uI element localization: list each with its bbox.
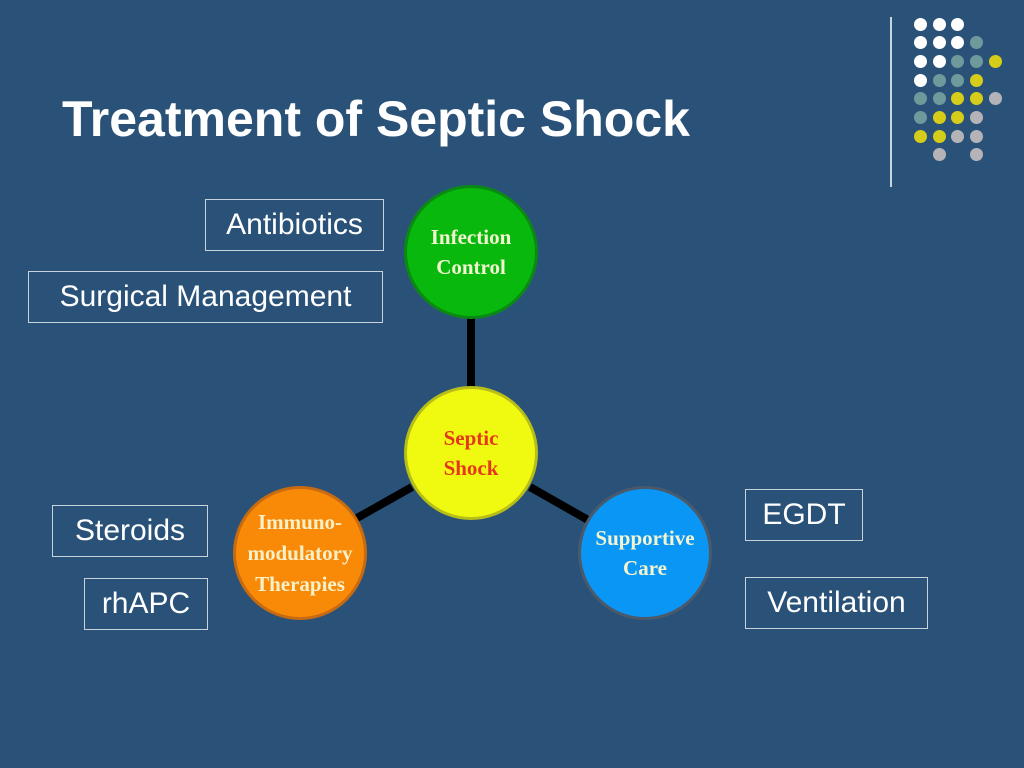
decorative-dot: [988, 92, 1002, 106]
node-label: Supportive: [595, 526, 695, 550]
decorative-dot: [969, 92, 983, 106]
label-egdt: EGDT: [745, 489, 863, 541]
decorative-dot: [950, 92, 964, 106]
decorative-dot: [969, 129, 983, 143]
connector-supportive: [528, 483, 590, 524]
divider-line: [890, 17, 892, 187]
decorative-dot: [913, 17, 927, 31]
label-rhapc: rhAPC: [84, 578, 208, 630]
decorative-dot: [950, 73, 964, 87]
decorative-dot: [913, 73, 927, 87]
node-label: Shock: [443, 456, 499, 480]
decorative-dot: [913, 92, 927, 106]
label-surgical-management: Surgical Management: [28, 271, 383, 323]
label-steroids: Steroids: [52, 505, 208, 557]
label-ventilation: Ventilation: [745, 577, 928, 629]
node-label: Infection: [430, 225, 512, 249]
decorative-dot: [913, 54, 927, 68]
decorative-dot: [932, 17, 946, 31]
node-supportive-care: Supportive Care: [578, 486, 712, 620]
node-label: Care: [623, 556, 667, 580]
decorative-dot: [932, 148, 946, 162]
decorative-dot: [932, 111, 946, 124]
decorative-dot: [932, 92, 946, 106]
decorative-dot: [932, 36, 946, 50]
node-infection-control: Infection Control: [404, 185, 538, 319]
decorative-dot: [932, 129, 946, 143]
node-label: Therapies: [255, 571, 345, 596]
decorative-dot: [969, 36, 983, 50]
decorative-dot: [950, 54, 964, 68]
decorative-dot: [969, 111, 983, 124]
node-septic-shock: Septic Shock: [404, 386, 538, 520]
slide-title: Treatment of Septic Shock: [62, 91, 690, 147]
node-label: Immuno-: [257, 509, 342, 534]
decorative-dot: [913, 111, 927, 124]
decorative-dot: [932, 73, 946, 87]
decorative-dot: [969, 73, 983, 87]
decorative-dot: [988, 54, 1002, 68]
decorative-dot: [950, 111, 964, 124]
node-label: Septic: [443, 426, 499, 450]
decorative-dot: [969, 54, 983, 68]
decorative-dot: [913, 129, 927, 143]
decorative-dot: [913, 36, 927, 50]
node-label: modulatory: [247, 540, 353, 565]
decorative-dot: [969, 148, 983, 162]
node-immunomodulatory-therapies: Immuno- modulatory Therapies: [233, 486, 367, 620]
decorative-dot: [932, 54, 946, 68]
decorative-dot: [950, 129, 964, 143]
node-label: Control: [436, 255, 506, 279]
decorative-dot: [950, 36, 964, 50]
decorative-dot: [950, 17, 964, 31]
label-antibiotics: Antibiotics: [205, 199, 384, 251]
connector-immuno: [355, 483, 414, 522]
